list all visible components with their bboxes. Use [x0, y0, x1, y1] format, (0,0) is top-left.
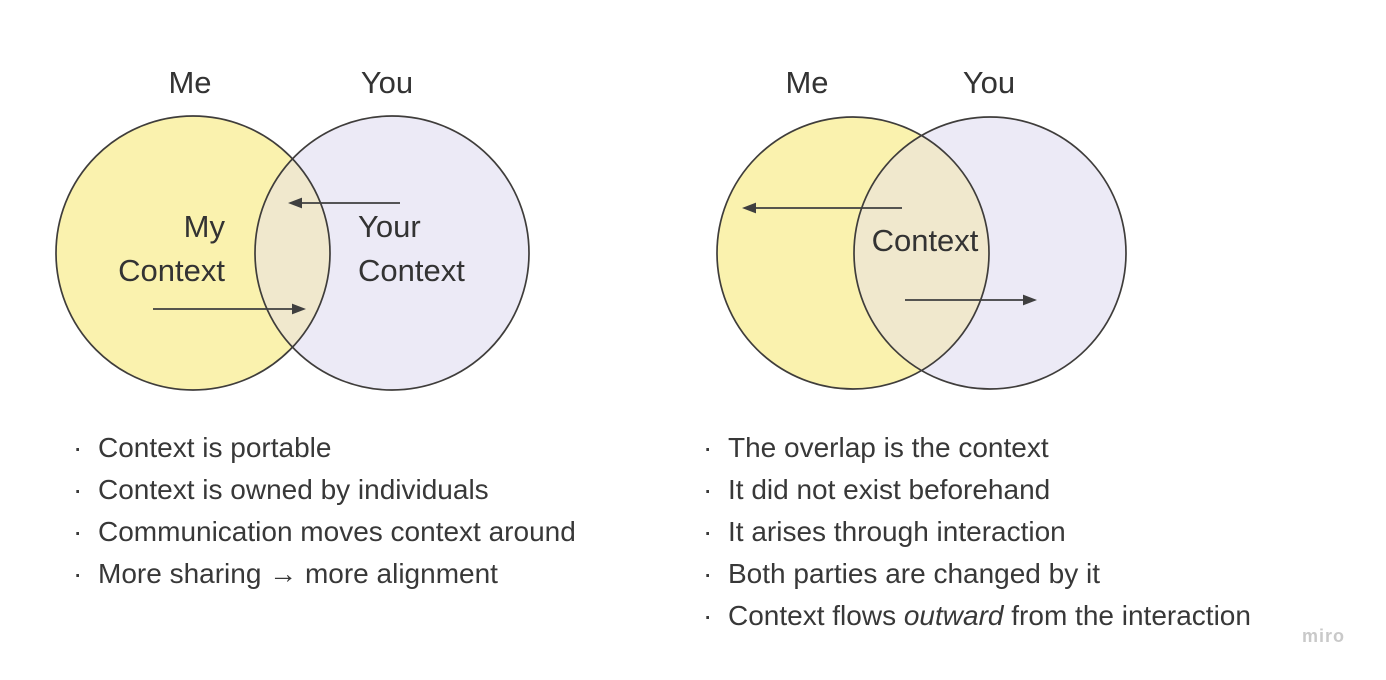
my-context-line2: Context: [118, 253, 225, 288]
arrowhead-left-icon: [288, 197, 302, 209]
list-item: · Both parties are changed by it: [703, 553, 1251, 595]
bullet-dot-icon: ·: [703, 474, 713, 505]
arrowhead-left-icon: [742, 202, 756, 214]
me-label: Me: [168, 65, 212, 100]
bullet-dot-icon: ·: [73, 558, 83, 589]
list-item: · Context is owned by individuals: [73, 469, 576, 511]
venn-diagram-shared-context: Me You Context: [680, 60, 1200, 410]
list-item-text: More sharing → more alignment: [98, 558, 498, 589]
miro-watermark: miro: [1302, 626, 1346, 646]
me-circle-outline: [55, 115, 331, 391]
list-item: · More sharing → more alignment: [73, 553, 576, 595]
arrowhead-right-icon: [1023, 294, 1037, 306]
list-item: · Context is portable: [73, 427, 576, 469]
bullet-dot-icon: ·: [73, 432, 83, 463]
last-item-suffix: from the interaction: [1003, 600, 1251, 631]
your-context-label: Your Context: [358, 205, 465, 293]
you-label: You: [360, 65, 414, 100]
your-context-line1: Your: [358, 209, 421, 244]
bullet-dot-icon: ·: [73, 516, 83, 547]
list-item-text: Context flows outward from the interacti…: [728, 595, 1251, 637]
list-item-text: Communication moves context around: [98, 516, 576, 547]
venn-left-svg: [55, 115, 530, 391]
venn-diagram-separate-contexts: Me You My Context Your Context: [40, 60, 560, 410]
me-circle: [56, 116, 330, 390]
list-item-text: The overlap is the context: [728, 432, 1049, 463]
you-label: You: [962, 65, 1016, 100]
shared-context-label: Context: [871, 223, 979, 258]
list-item: · It did not exist beforehand: [703, 469, 1251, 511]
last-item-italic: outward: [903, 600, 1004, 631]
bullet-dot-icon: ·: [703, 516, 713, 547]
me-label: Me: [785, 65, 829, 100]
you-circle-outline: [254, 115, 530, 391]
list-item-text: Context is owned by individuals: [98, 474, 489, 505]
bullet-dot-icon: ·: [703, 432, 713, 463]
arrowhead-right-icon: [292, 303, 306, 315]
right-bullet-list: · The overlap is the context · It did no…: [703, 427, 1251, 637]
bullet-dot-icon: ·: [73, 474, 83, 505]
list-item-text: It arises through interaction: [728, 516, 1066, 547]
left-bullet-list: · Context is portable · Context is owned…: [73, 427, 576, 595]
list-item-text: Both parties are changed by it: [728, 558, 1101, 589]
overlap-region: [854, 117, 989, 389]
me-circle-outline: [716, 116, 990, 390]
list-item-text: Context is portable: [98, 432, 332, 463]
bullet-dot-icon: ·: [703, 600, 713, 631]
last-item-prefix: Context flows: [728, 600, 904, 631]
my-context-label: My Context: [40, 205, 225, 293]
list-item: · Context flows outward from the interac…: [703, 595, 1251, 637]
list-item-text: It did not exist beforehand: [728, 474, 1051, 505]
my-context-line1: My: [183, 209, 225, 244]
list-item: · It arises through interaction: [703, 511, 1251, 553]
list-item: · Communication moves context around: [73, 511, 576, 553]
you-circle-outline: [853, 116, 1127, 390]
list-item: · The overlap is the context: [703, 427, 1251, 469]
venn-right-svg: [716, 116, 1127, 390]
you-circle: [255, 116, 529, 390]
bullet-dot-icon: ·: [703, 558, 713, 589]
your-context-line2: Context: [358, 253, 465, 288]
